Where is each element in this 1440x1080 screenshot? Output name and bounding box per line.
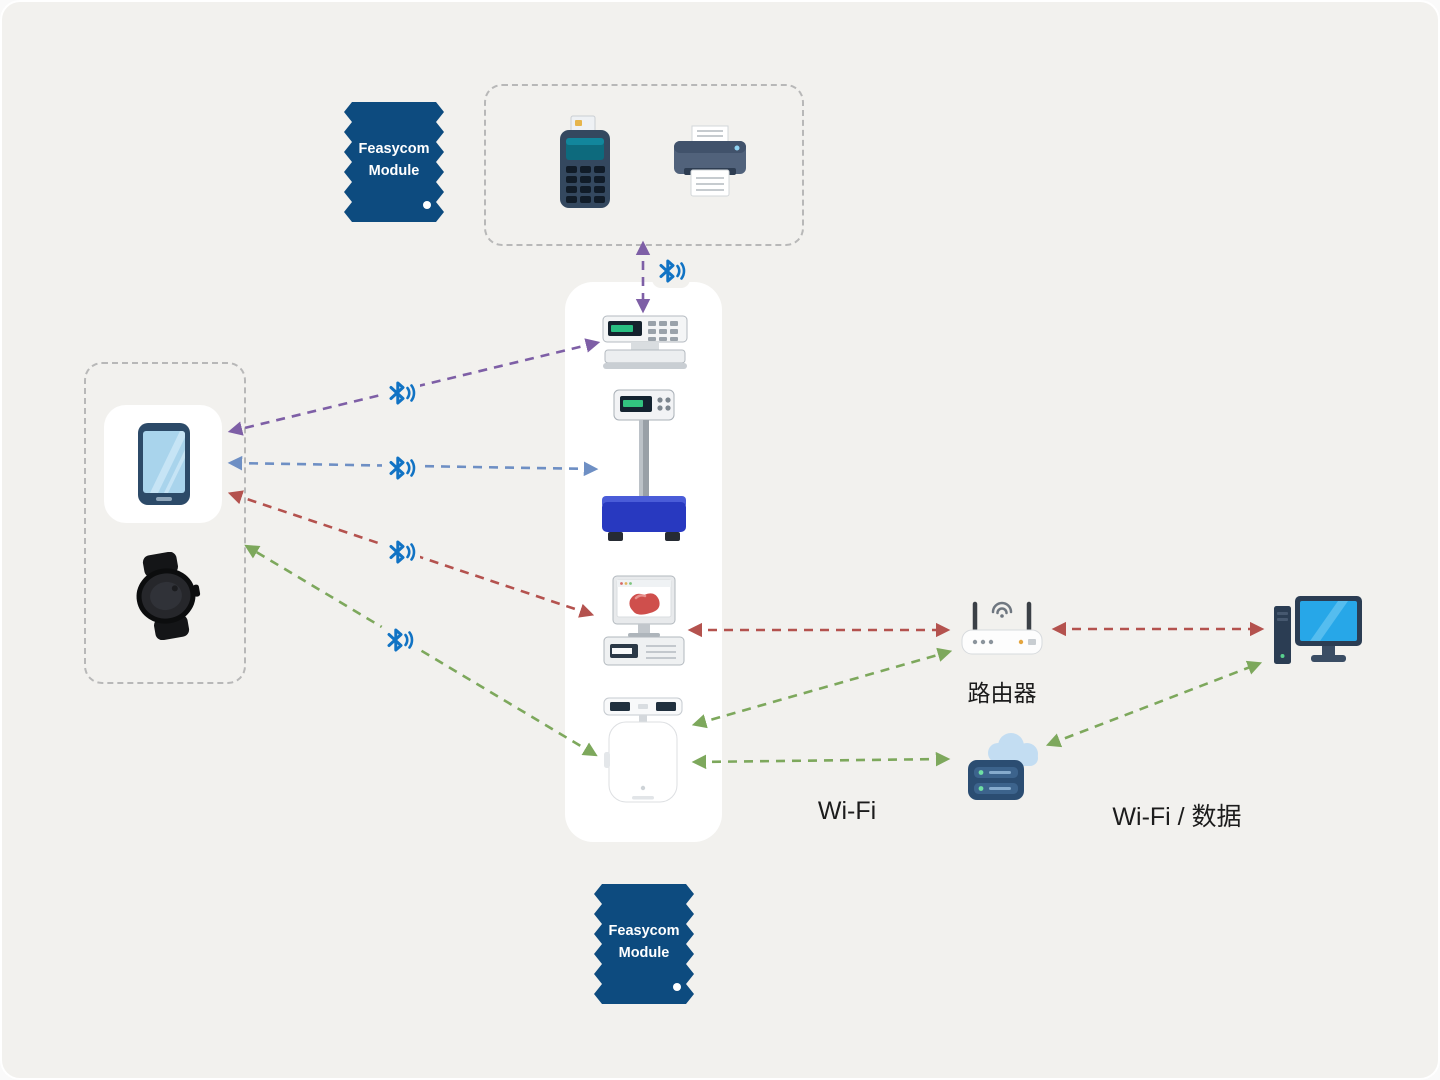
chip-icon: [344, 102, 444, 222]
chip-label: Feasycom Module: [594, 920, 694, 965]
bluetooth-icon: [652, 254, 690, 288]
chip-label-line1: Feasycom: [608, 923, 680, 939]
platform-scale-icon: [594, 388, 694, 550]
feasycom-module-chip-bottom: Feasycom Module: [594, 884, 694, 1004]
label-scale-icon: [596, 574, 691, 672]
peripherals-group-box: [484, 84, 804, 246]
wifi-label: Wi-Fi: [817, 797, 877, 825]
link-gateway-to-router: [691, 647, 953, 729]
gateway-device-icon: [602, 696, 684, 808]
price-scale-icon: [601, 314, 689, 372]
smartphone-icon: [136, 421, 192, 507]
bluetooth-icon: [382, 451, 420, 485]
router-label: 路由器: [967, 680, 1037, 706]
router-icon: [958, 598, 1046, 662]
bluetooth-icon: [380, 623, 418, 657]
link-gateway-to-watch: [244, 544, 598, 757]
smartwatch-icon: [124, 551, 208, 641]
printer-icon: [670, 124, 750, 200]
chip-label-line1: Feasycom: [358, 141, 430, 157]
wifi-data-label: Wi-Fi / 数据: [1112, 803, 1242, 831]
bluetooth-icon: [382, 376, 420, 410]
link-gateway-to-server: [691, 751, 951, 770]
desktop-pc-icon: [1272, 592, 1364, 670]
link-server-to-pc: [1045, 660, 1263, 748]
chip-label: Feasycom Module: [344, 138, 444, 183]
cloud-server-icon: [962, 728, 1044, 804]
feasycom-module-chip-top: Feasycom Module: [344, 102, 444, 222]
chip-label-line2: Module: [618, 945, 670, 962]
chip-icon: [594, 884, 694, 1004]
bluetooth-icon: [382, 535, 420, 569]
chip-label-line2: Module: [368, 163, 420, 180]
pos-terminal-icon: [554, 114, 616, 210]
